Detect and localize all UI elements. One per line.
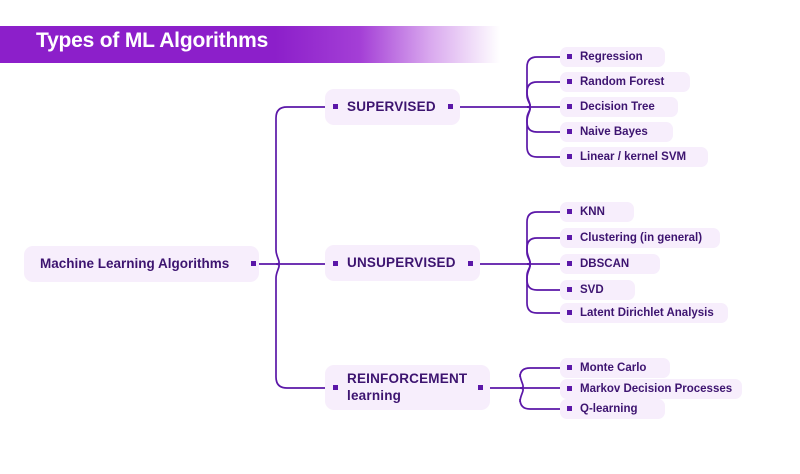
leaf-q-learning-label: Q-learning: [580, 402, 638, 415]
leaf-regression-label: Regression: [580, 50, 643, 63]
leaf-clustering-label: Clustering (in general): [580, 231, 703, 244]
connector-dot-leaf: [567, 104, 572, 109]
leaf-monte-carlo[interactable]: Monte Carlo: [560, 358, 670, 378]
node-root-label: Machine Learning Algorithms: [40, 255, 230, 271]
leaf-svd-label: SVD: [580, 283, 604, 296]
leaf-dbscan[interactable]: DBSCAN: [560, 254, 660, 274]
connector-dot-leaf: [567, 310, 572, 315]
leaf-latent-dirichlet-analysis[interactable]: Latent Dirichlet Analysis: [560, 303, 728, 323]
leaf-markov-decision-processes-label: Markov Decision Processes: [580, 382, 733, 395]
node-unsupervised-label: UNSUPERVISED: [347, 254, 456, 270]
leaf-monte-carlo-label: Monte Carlo: [580, 361, 647, 374]
connector-dot-leaf: [567, 365, 572, 370]
leaf-knn[interactable]: KNN: [560, 202, 634, 222]
connector-dot-unsupervised-left: [333, 261, 338, 266]
connector-dot-supervised-right: [448, 104, 453, 109]
connector-dot-leaf: [567, 129, 572, 134]
leaf-decision-tree[interactable]: Decision Tree: [560, 97, 678, 117]
connector-dot-leaf: [567, 54, 572, 59]
leaf-clustering[interactable]: Clustering (in general): [560, 228, 720, 248]
leaf-markov-decision-processes[interactable]: Markov Decision Processes: [560, 379, 742, 399]
connector-dot-leaf: [567, 154, 572, 159]
connector-dot-leaf: [567, 261, 572, 266]
page-title: Types of ML Algorithms: [36, 29, 269, 52]
node-root[interactable]: Machine Learning Algorithms: [24, 246, 259, 282]
leaf-latent-dirichlet-analysis-label: Latent Dirichlet Analysis: [580, 306, 714, 319]
connector-dot-leaf: [567, 406, 572, 411]
node-unsupervised[interactable]: UNSUPERVISED: [325, 245, 480, 281]
leaf-regression[interactable]: Regression: [560, 47, 665, 67]
leaf-linear-kernel-svm-label: Linear / kernel SVM: [580, 150, 687, 163]
leaf-dbscan-label: DBSCAN: [580, 257, 630, 270]
node-supervised[interactable]: SUPERVISED: [325, 89, 460, 125]
connector-dot-reinforcement-right: [478, 385, 483, 390]
leaf-decision-tree-label: Decision Tree: [580, 100, 655, 113]
leaf-naive-bayes-label: Naive Bayes: [580, 125, 648, 138]
leaf-random-forest[interactable]: Random Forest: [560, 72, 690, 92]
connector-dot-leaf: [567, 235, 572, 240]
connector-dot-reinforcement-left: [333, 385, 338, 390]
leaf-knn-label: KNN: [580, 205, 605, 218]
leaf-linear-kernel-svm[interactable]: Linear / kernel SVM: [560, 147, 708, 167]
connector-dot-leaf: [567, 209, 572, 214]
leaf-q-learning[interactable]: Q-learning: [560, 399, 665, 419]
connector-dot-supervised-left: [333, 104, 338, 109]
node-supervised-label: SUPERVISED: [347, 98, 436, 114]
title-banner: [0, 26, 500, 63]
node-reinforcement[interactable]: REINFORCEMENT learning: [325, 365, 490, 410]
leaf-svd[interactable]: SVD: [560, 280, 635, 300]
connector-dot-root: [251, 261, 256, 266]
leaf-random-forest-label: Random Forest: [580, 75, 665, 88]
node-reinforcement-label: REINFORCEMENT learning: [347, 370, 468, 403]
connector-dot-leaf: [567, 79, 572, 84]
leaf-naive-bayes[interactable]: Naive Bayes: [560, 122, 673, 142]
connector-dot-unsupervised-right: [468, 261, 473, 266]
connector-dot-leaf: [567, 386, 572, 391]
connector-dot-leaf: [567, 287, 572, 292]
